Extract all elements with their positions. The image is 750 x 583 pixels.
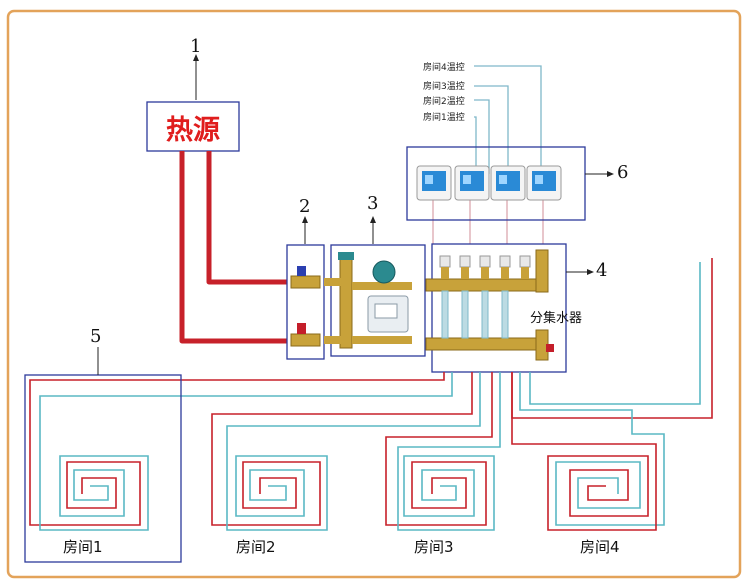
callout-3: 3	[367, 193, 379, 214]
thermostat-2	[454, 165, 490, 201]
thermostat-label-1: 房间1温控	[423, 113, 465, 123]
room-label-1: 房间1	[63, 538, 103, 556]
callout-arrowheads	[193, 54, 614, 275]
heat-source-label: 热源	[166, 115, 220, 146]
callout-6: 6	[617, 162, 629, 183]
callout-5: 5	[90, 326, 102, 347]
thermostat-label-4: 房间4温控	[423, 63, 465, 73]
manifold-label: 分集水器	[530, 311, 583, 326]
heat-source-pipes	[179, 151, 296, 344]
callout-4: 4	[596, 260, 608, 281]
room-label-4: 房间4	[580, 538, 620, 556]
thermostat-devices	[416, 165, 562, 201]
outer-frame	[6, 9, 742, 579]
thermostat-down-wires	[432, 200, 544, 252]
thermostat-wires	[474, 65, 542, 174]
pump-unit	[324, 252, 412, 349]
callout-arrows	[97, 58, 610, 375]
callout-2: 2	[299, 196, 311, 217]
room-loops	[29, 258, 713, 531]
thermostat-1	[416, 165, 452, 201]
thermostat-label-3: 房间3温控	[423, 82, 465, 92]
room1-box	[24, 374, 182, 563]
valves	[290, 266, 321, 347]
thermostat-label-2: 房间2温控	[423, 97, 465, 107]
callout-1: 1	[190, 36, 202, 57]
heat-source-box	[146, 101, 240, 152]
room-label-2: 房间2	[236, 538, 276, 556]
room-label-3: 房间3	[414, 538, 454, 556]
manifold-unit	[425, 249, 554, 361]
thermostat-3	[490, 165, 526, 201]
thermostat-group-box	[406, 146, 586, 221]
thermostat-4	[526, 165, 562, 201]
